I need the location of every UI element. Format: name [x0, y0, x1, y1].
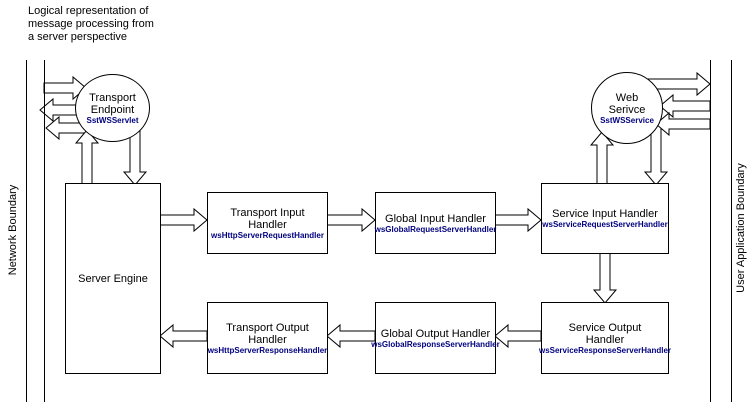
arrow-transport-input-to-global-input — [326, 207, 376, 233]
transport-input-handler-classname: wsHttpServerRequestHandler — [211, 230, 324, 240]
global-output-handler-classname: wsGlobalResponseServerHandler — [371, 339, 500, 349]
node-web-service: Web Serivce SstWSService — [591, 72, 663, 144]
arrow-service-input-to-web-service — [589, 131, 615, 189]
network-boundary-label: Network Boundary — [7, 184, 19, 276]
arrow-global-input-to-service-input — [494, 207, 542, 233]
transport-input-handler-label: Transport Input Handler — [230, 206, 305, 231]
transport-output-handler-label: Transport Output Handler — [226, 321, 309, 346]
user-boundary-line-outer — [731, 60, 732, 402]
service-input-handler-classname: wsServiceRequestServerHandler — [542, 220, 668, 229]
node-global-output-handler: Global Output Handler wsGlobalResponseSe… — [371, 302, 500, 374]
arrow-service-output-to-global-output — [494, 323, 542, 349]
node-service-output-handler: Service Output Handler wsServiceResponse… — [538, 302, 672, 374]
server-engine-label: Server Engine — [78, 272, 148, 285]
user-application-boundary-label: User Application Boundary — [735, 163, 747, 293]
service-output-handler-label: Service Output Handler — [568, 321, 642, 346]
web-service-label: Web Serivce — [608, 91, 646, 116]
global-input-handler-label: Global Input Handler — [385, 212, 486, 225]
network-boundary-line-inner — [44, 60, 45, 402]
transport-endpoint-classname: SstWSServlet — [86, 115, 139, 125]
arrow-transport-endpoint-to-boundary-2 — [45, 115, 89, 141]
node-server-engine: Server Engine — [65, 183, 161, 374]
arrow-service-input-to-service-output — [592, 252, 618, 304]
node-transport-output-handler: Transport Output Handler wsHttpServerRes… — [207, 302, 328, 374]
service-output-handler-classname: wsServiceResponseServerHandler — [538, 345, 672, 355]
arrow-web-service-to-service-input — [643, 124, 669, 186]
transport-endpoint-label: Transport Endpoint — [89, 91, 136, 116]
arrow-server-engine-to-transport-endpoint — [74, 129, 100, 189]
global-output-handler-label: Global Output Handler — [380, 327, 491, 340]
node-transport-endpoint: Transport Endpoint SstWSServlet — [75, 74, 150, 142]
arrow-server-engine-to-transport-input — [159, 207, 208, 233]
arrow-global-output-to-transport-output — [326, 323, 376, 349]
arrow-transport-endpoint-to-server-engine — [122, 129, 148, 186]
node-service-input-handler: Service Input Handler wsServiceRequestSe… — [541, 183, 669, 254]
arrow-transport-endpoint-to-boundary-1 — [39, 97, 81, 123]
user-boundary-line-inner — [710, 60, 711, 402]
global-input-handler-classname: wsGlobalRequestServerHandler — [374, 224, 497, 234]
arrow-transport-output-to-server-engine — [159, 323, 208, 349]
service-input-handler-label: Service Input Handler — [552, 208, 658, 220]
web-service-classname: SstWSService — [600, 115, 654, 125]
transport-output-handler-classname: wsHttpServerResponseHandler — [207, 345, 328, 355]
arrow-boundary-to-web-service-1 — [659, 93, 711, 119]
diagram-title: Logical representation of message proces… — [28, 5, 154, 43]
node-global-input-handler: Global Input Handler wsGlobalRequestServ… — [375, 192, 496, 254]
arrow-boundary-to-web-service-2 — [655, 111, 711, 137]
node-transport-input-handler: Transport Input Handler wsHttpServerRequ… — [207, 192, 328, 254]
network-boundary-line-outer — [26, 60, 27, 402]
